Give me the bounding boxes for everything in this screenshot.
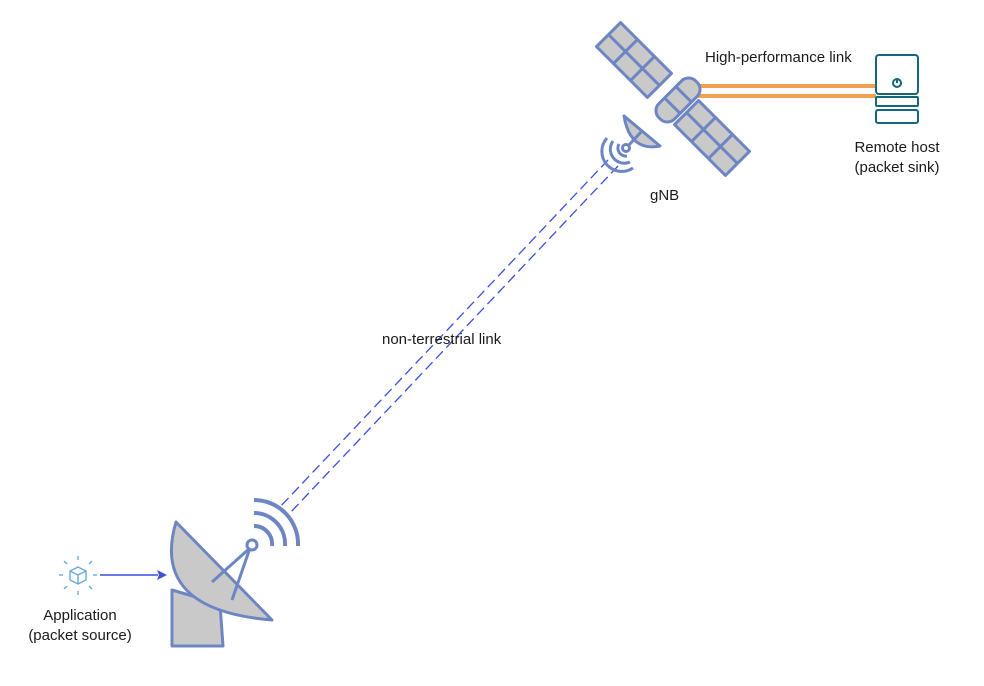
server-icon bbox=[875, 54, 919, 124]
application-line1: Application bbox=[43, 607, 117, 624]
cube-sparkle-icon bbox=[59, 556, 97, 595]
non-terrestrial-link-label: non-terrestrial link bbox=[382, 331, 502, 348]
non-terrestrial-link bbox=[278, 159, 619, 515]
high-performance-link-label: High-performance link bbox=[705, 49, 852, 66]
application-label: Application (packet source) bbox=[12, 606, 148, 646]
remote-host-line1: Remote host bbox=[854, 139, 940, 156]
high-performance-link bbox=[698, 84, 876, 98]
application-arrow bbox=[100, 570, 167, 580]
application-line2: (packet source) bbox=[28, 627, 132, 644]
satellite-icon bbox=[595, 21, 751, 177]
remote-host-line2: (packet sink) bbox=[854, 159, 940, 176]
satellite-dish-icon bbox=[170, 497, 301, 648]
remote-host-label: Remote host (packet sink) bbox=[842, 138, 952, 178]
gnb-label: gNB bbox=[650, 187, 680, 204]
